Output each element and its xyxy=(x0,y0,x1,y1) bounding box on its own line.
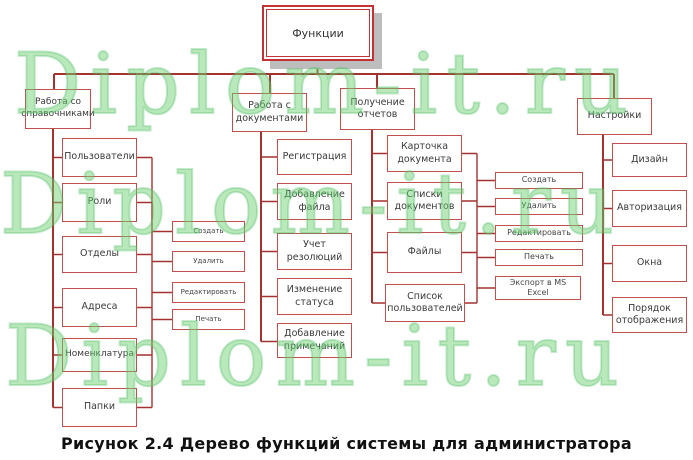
node-addresses: Адреса xyxy=(62,288,137,327)
branch-reports: Получение отчетов xyxy=(340,88,415,130)
node-resolutions: Учет резолюций xyxy=(277,233,352,270)
trunk-connector-path xyxy=(52,61,615,408)
node-windows: Окна xyxy=(612,245,687,282)
figure-caption: Рисунок 2.4 Дерево функций системы для а… xyxy=(60,434,632,453)
node-files: Файлы xyxy=(387,232,462,273)
node-departments: Отделы xyxy=(62,236,137,273)
op-directories-edit: Редактировать xyxy=(172,282,245,303)
node-change-status: Изменение статуса xyxy=(277,278,352,315)
node-authorization: Авторизация xyxy=(612,190,687,227)
op-reports-print: Печать xyxy=(495,249,583,266)
stub-connector-path xyxy=(53,152,612,409)
op-reports-delete: Удалить xyxy=(495,198,583,215)
op-directories-delete: Удалить xyxy=(172,251,245,272)
op-directories-print: Печать xyxy=(172,309,245,330)
node-nomenclature: Номенклатура xyxy=(62,338,137,372)
node-roles: Роли xyxy=(62,183,137,222)
node-user-list: Список пользователей xyxy=(385,284,465,322)
op-reports-create: Создать xyxy=(495,172,583,189)
node-root-label: Функции xyxy=(266,9,370,57)
node-design: Дизайн xyxy=(612,143,687,177)
node-folders: Папки xyxy=(62,388,137,427)
node-add-notes: Добавление примечаний xyxy=(277,323,352,358)
op-directories-create: Создать xyxy=(172,221,245,242)
node-display-order: Порядок отображения xyxy=(612,297,687,333)
branch-settings: Настройки xyxy=(577,98,652,135)
node-users: Пользователи xyxy=(62,138,137,177)
branch-documents: Работа с документами xyxy=(232,93,307,132)
node-document-lists: Списки документов xyxy=(387,182,462,220)
node-add-file: Добавление файла xyxy=(277,183,352,220)
node-document-card: Карточка документа xyxy=(387,135,462,172)
branch-directories: Работа со справочниками xyxy=(21,89,95,129)
node-registration: Регистрация xyxy=(277,139,352,175)
op-reports-edit: Редактировать xyxy=(495,225,583,242)
op-reports-export-excel: Экспорт в MS Excel xyxy=(495,276,581,300)
node-root-functions: Функции xyxy=(262,5,374,61)
